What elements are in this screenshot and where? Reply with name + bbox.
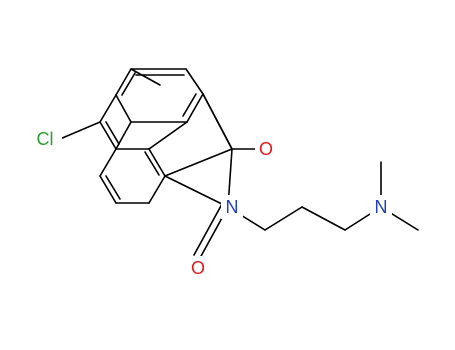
atom-n-imide: N [221,195,243,219]
bond [99,175,117,204]
bond [193,203,223,256]
atom-o-bottom-label: O [191,258,205,278]
bond [186,93,204,123]
bond [148,148,166,177]
bond [185,68,204,95]
bond [99,148,117,177]
bond [105,121,120,145]
bonds [59,68,419,259]
bond [115,94,132,123]
atom-cl-label: Cl [37,129,54,149]
atom-n-imide-label: N [226,197,239,217]
bond [148,121,188,150]
atom-o-bottom: O [187,256,209,280]
bond [264,206,303,231]
bond [99,94,117,123]
bond [164,148,233,177]
bond [301,206,346,231]
atom-n-amine-label: N [375,197,388,217]
bond [99,121,117,150]
bond [115,121,132,150]
bond [148,175,166,204]
bond [130,68,161,86]
bond [202,93,233,150]
atom-o-top: O [255,137,277,161]
bond [105,175,121,200]
bond [59,121,101,140]
atom-n-amine: N [370,195,392,219]
bond [144,151,160,176]
bond [115,68,132,96]
atom-o-top-label: O [259,139,273,159]
atom-cl: Cl [28,126,62,150]
bond [182,93,197,117]
bond [121,72,136,96]
bond [164,175,229,208]
